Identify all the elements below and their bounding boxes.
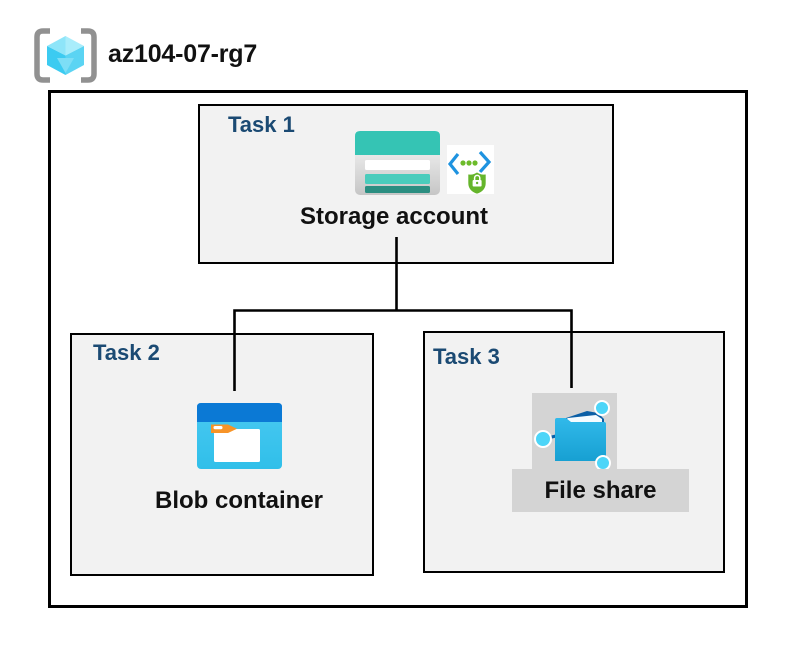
resource-group-name: az104-07-rg7 <box>108 40 258 68</box>
blob-container-icon <box>197 403 282 469</box>
storage-account-label: Storage account <box>299 203 489 230</box>
file-share-label-band: File share <box>512 469 689 512</box>
blob-container-label: Blob container <box>154 487 324 514</box>
task1-label: Task 1 <box>228 112 295 137</box>
task2-box: Task 2 Blob container <box>70 333 374 576</box>
sas-security-icon <box>447 145 494 194</box>
task1-box: Task 1 Storage account <box>198 104 614 264</box>
task3-label: Task 3 <box>433 344 500 369</box>
file-share-icon <box>534 400 611 469</box>
task2-label: Task 2 <box>93 340 160 365</box>
resource-group-icon <box>34 28 97 83</box>
file-share-icon-backdrop <box>532 393 617 469</box>
file-share-label: File share <box>544 477 657 504</box>
task3-box: Task 3 File share <box>423 331 725 573</box>
storage-account-icon <box>355 131 440 195</box>
